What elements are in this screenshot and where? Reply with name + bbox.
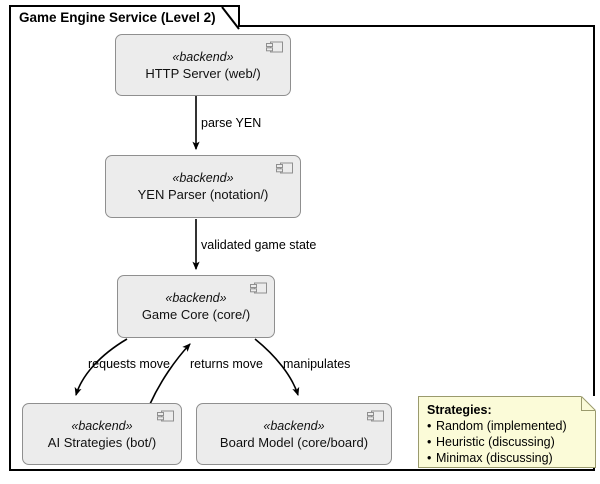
note-list-item-label: Minimax (discussing) [436,451,553,465]
component-game-core[interactable]: «backend» Game Core (core/) [117,275,275,338]
component-name: AI Strategies (bot/) [47,434,157,450]
package-frame [9,25,595,471]
component-board-model[interactable]: «backend» Board Model (core/board) [196,403,392,465]
component-stereotype: «backend» [165,291,227,305]
bullet-icon: • [427,451,432,465]
edge-label-requests-move: requests move [88,357,170,371]
note-list-item: • Minimax (discussing) [427,450,588,466]
note-list-item-label: Heuristic (discussing) [436,435,555,449]
component-name: Board Model (core/board) [219,434,369,450]
note-content: Strategies: • Random (implemented) • Heu… [419,397,595,466]
package-title-tab-body: Game Engine Service (Level 2) [9,5,240,30]
package-tab-corner-cut [220,6,240,30]
package-title: Game Engine Service (Level 2) [19,9,216,25]
edge-label-parse-yen: parse YEN [201,116,262,130]
bullet-icon: • [427,419,432,433]
bullet-icon: • [427,435,432,449]
note-list-item: • Heuristic (discussing) [427,434,588,450]
component-icon [250,282,267,294]
component-name: HTTP Server (web/) [145,65,261,81]
component-http-server[interactable]: «backend» HTTP Server (web/) [115,34,291,96]
component-stereotype: «backend» [71,418,133,433]
note-list-item-label: Random (implemented) [436,419,567,433]
component-icon [367,410,384,422]
component-ai-strategies[interactable]: «backend» AI Strategies (bot/) [22,403,182,465]
note-fold-corner-icon [581,396,596,411]
component-stereotype: «backend» [263,418,325,433]
component-name: Game Core (core/) [141,307,251,322]
component-icon [157,410,174,422]
edge-manipulates-line [254,338,300,397]
component-icon [266,41,283,53]
note-title: Strategies: [427,403,492,417]
component-yen-parser[interactable]: «backend» YEN Parser (notation/) [105,155,301,218]
edge-returns-move-line [149,343,191,405]
component-stereotype: «backend» [172,171,234,185]
package-title-tab: Game Engine Service (Level 2) [9,5,240,30]
edge-label-validated-game-state: validated game state [201,238,317,252]
note-strategies: Strategies: • Random (implemented) • Heu… [418,396,596,468]
edge-requests-move-line [74,338,128,397]
note-list-item: • Random (implemented) [427,418,588,434]
component-icon [276,162,293,174]
edge-label-returns-move: returns move [190,357,263,371]
component-name: YEN Parser (notation/) [137,187,269,202]
component-stereotype: «backend» [172,49,234,64]
edge-label-manipulates: manipulates [283,357,351,371]
